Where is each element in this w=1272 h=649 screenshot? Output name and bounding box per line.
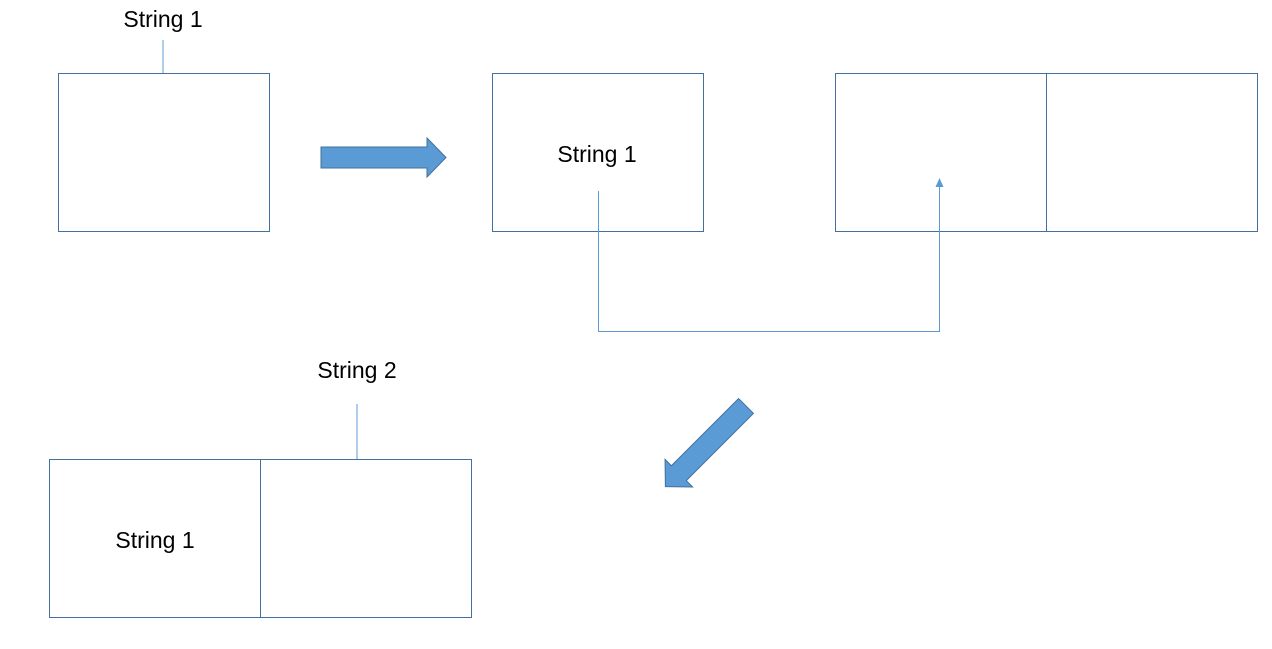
step1-string-label: String 1	[123, 6, 202, 32]
down-left-block-arrow	[664, 397, 755, 488]
step4-string2-label: String 2	[317, 357, 396, 383]
right-block-arrow	[320, 136, 447, 179]
step3-right-half	[1046, 73, 1258, 232]
step1-empty-box	[58, 73, 270, 232]
step3-left-half	[835, 73, 1047, 232]
copy-connector-arrowhead	[935, 178, 944, 187]
step4-right-half	[260, 459, 472, 618]
step4-string1-label: String 1	[115, 527, 194, 553]
copy-connector-line	[598, 186, 940, 332]
step2-string-label: String 1	[557, 141, 636, 167]
